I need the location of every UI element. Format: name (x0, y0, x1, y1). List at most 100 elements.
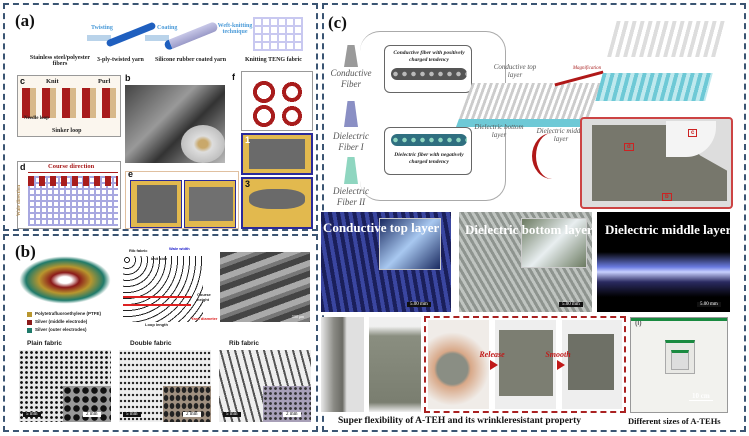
yarn-diameter-label: Yarn diameter (191, 316, 218, 321)
fabric-3d-model (19, 256, 111, 304)
fiber-bundle-illustration (36, 15, 89, 43)
arrow-icon (145, 35, 169, 41)
panel-a-label: (a) (15, 11, 35, 30)
label-knit: Knit (46, 78, 59, 85)
cross-section-image (181, 125, 225, 163)
legend-ptfe: Polytetrafluoroethylene (PTFE) (35, 311, 102, 316)
scale-bar: 5 mm (23, 412, 41, 417)
label-release: Release (479, 350, 505, 359)
subfigure-c: c Knit Purl Needle loop Sinker loop (17, 75, 121, 137)
arrow-right-icon (557, 360, 565, 370)
caption-sizes: Different sizes of A-TEHs (628, 416, 721, 426)
fiber-label-dielectric-2: Dielectric Fiber II (333, 186, 369, 207)
panel-b: (b) Polytetrafluoroethylene (PTFE) Silve… (3, 234, 318, 432)
legend-swatch-middle (27, 320, 32, 325)
stretch-photo-f3: 3 (241, 177, 313, 229)
micrograph-dielectric-middle: Dielectric middle layer 5.00 mm (597, 212, 732, 312)
loop-length-label: Loop length (145, 322, 168, 327)
sub-letter-e: e (128, 169, 134, 179)
panel-b-label: (b) (15, 242, 36, 261)
inset-scale-bar: 2 mm (83, 412, 101, 417)
panel-c: (c) Conductive Fiber Dielectric Fiber I … (321, 3, 746, 432)
rib-fabric-diagram (123, 256, 203, 322)
conductive-fiber-cone (344, 45, 358, 67)
legend-outer-electrodes: Silver (outer electrodes) (35, 327, 87, 332)
course-arrow (28, 172, 118, 173)
loop-deformation-illustration (250, 80, 306, 128)
loop-illustration (22, 88, 118, 118)
arrow-icon (87, 35, 111, 41)
crumpled-fabric-photo (428, 320, 489, 409)
label-conductive-top-layer: Conductive top layer (493, 63, 537, 79)
stage-teng-fabric: Knitting TENG fabric (245, 57, 302, 63)
photo-tag: c (688, 129, 698, 137)
sub-letter-c: c (20, 76, 26, 86)
knitted-fabric-illustration (253, 17, 303, 51)
sub-letter-b: b (125, 73, 131, 83)
fabric-photo-double: 5 mm 2 mm (119, 350, 211, 422)
wrinkle-sequence-box (424, 316, 626, 413)
sizes-photo: (i) 10 cm (630, 317, 728, 413)
scale-bar: 5.00 mm (559, 302, 583, 307)
scale-bar: 5.00 mm (407, 302, 431, 307)
label-dielectric-bottom-layer: Dielectric bottom layer (474, 123, 524, 139)
micrograph-title: Conductive top layer (323, 220, 440, 235)
white-fabric-corner (666, 121, 716, 157)
stage-twisted-yarn: 3-ply-twisted yarn (97, 57, 144, 63)
fabric-sample-photo: c d b (580, 117, 733, 209)
photo-tag: d (624, 143, 634, 151)
scale-bar-10cm: 10 cm (689, 392, 713, 401)
photo-tag: b (662, 193, 672, 201)
fabric-title-double: Double fabric (130, 340, 172, 347)
inset-plain (63, 386, 111, 422)
label-magnification: Magnification (572, 66, 602, 71)
subfigure-e: e (125, 169, 239, 229)
large-sample (631, 318, 727, 321)
dielectric-fiber-1-cone (344, 101, 358, 127)
dielectric-box-label: Dielectric fiber with negatively charged… (394, 152, 464, 165)
rolled-fabric-photo (321, 317, 364, 412)
stage-fibers: Stainless steel/polyester fibers (29, 55, 91, 67)
magnified-fabric-model (595, 21, 727, 101)
micrograph-title: Dielectric middle layer (605, 222, 732, 237)
panel-a: (a) Twisting Coating Weft-knitting techn… (3, 3, 318, 231)
conductive-box-label: Conductive fiber with positively charged… (393, 50, 465, 63)
label-needle-loop: Needle loop (24, 116, 49, 121)
legend-swatch-ptfe (27, 312, 32, 317)
conductive-fiber-illustration (391, 68, 467, 80)
dielectric-fiber-illustration (391, 134, 467, 146)
curved-arrow (532, 133, 572, 179)
inset-rib (263, 386, 311, 422)
sub-letter-d: d (20, 162, 26, 172)
micrograph-inset (521, 218, 587, 268)
fabric-title-rib: Rib fabric (229, 340, 259, 347)
fabric-photo-plain: 5 mm 2 mm (19, 350, 111, 422)
rib-diagram-title: Rib fabric (129, 248, 148, 253)
knit-side-label: knit side (151, 256, 168, 261)
caption-flexibility: Super flexibility of A-TEH and its wrink… (338, 416, 582, 426)
rib-red-band (123, 296, 191, 306)
fabric-title-plain: Plain fabric (27, 340, 63, 347)
panel-c-label: (c) (328, 13, 347, 32)
fiber-label-conductive: Conductive Fiber (330, 68, 372, 89)
dielectric-fiber-2-cone (344, 157, 358, 184)
photo-number: 3 (245, 179, 251, 189)
inset-scale-bar: 2 mm (283, 412, 301, 417)
sub-letter-f: f (232, 72, 235, 82)
sem-scale-bar: 500 μm (292, 314, 305, 319)
legend-swatch-outer (27, 328, 32, 333)
small-sample (671, 350, 689, 370)
released-fabric-photo (495, 320, 556, 409)
step-weft-knitting: Weft-knitting technique (217, 23, 253, 35)
label-wale-direction: Wale direction (17, 184, 23, 217)
stretch-photo-f1: 1 (241, 133, 313, 175)
stage-coated-yarn: Silicone rubber coated yarn (155, 57, 227, 63)
scale-bar: 5 mm (123, 412, 141, 417)
arrow-right-icon (490, 360, 498, 370)
size-tag: (i) (635, 320, 642, 327)
legend-middle-electrode: Silver (middle electrode) (35, 319, 88, 324)
label-smooth: Smooth (545, 350, 571, 359)
step-twisting: Twisting (91, 25, 113, 31)
course-height-label: Course height (197, 292, 211, 302)
stretch-photo-2 (184, 180, 236, 228)
